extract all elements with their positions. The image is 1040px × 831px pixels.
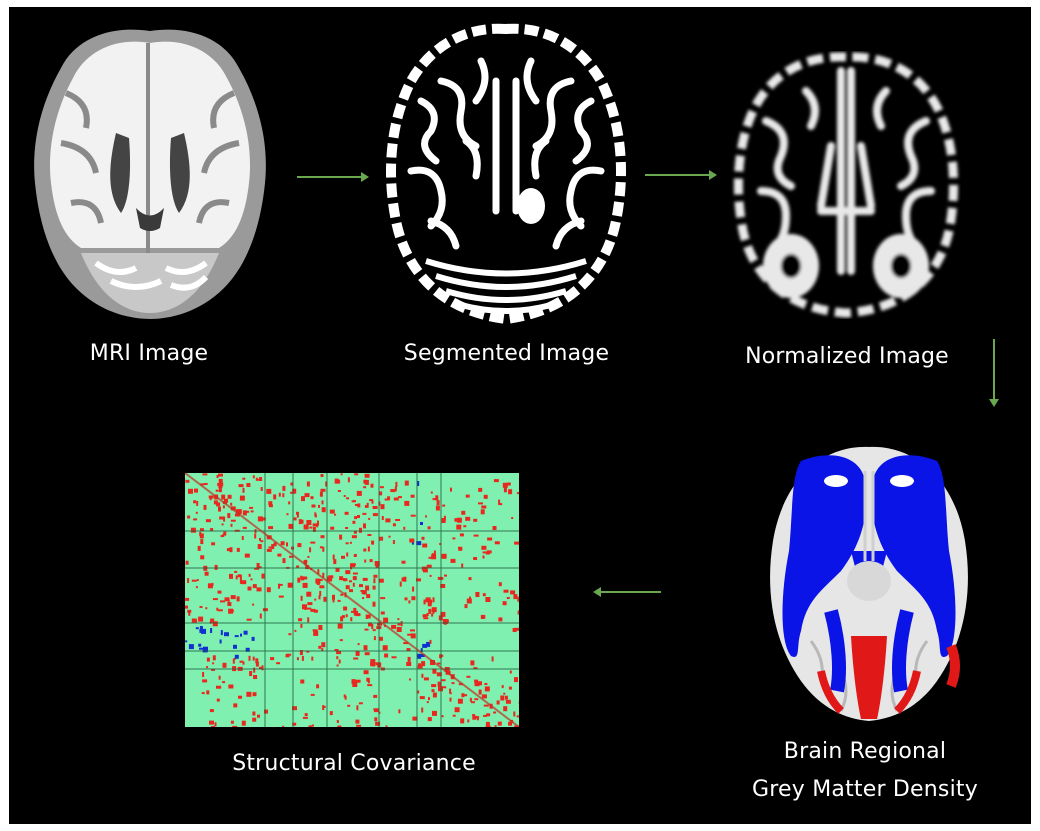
mri-brain-image [21,23,279,323]
structural-covariance-matrix [185,473,519,727]
segmented-brain-image [381,21,631,327]
arrow-regional-to-covariance [591,584,663,600]
label-structural-covariance: Structural Covariance [209,751,499,776]
arrow-mri-to-segmented [295,169,371,185]
label-mri-image: MRI Image [59,341,239,366]
arrow-segmented-to-normalized [643,167,719,183]
label-normalized-image: Normalized Image [727,344,967,369]
label-regional-line1: Brain Regional [735,739,995,764]
label-regional-line2: Grey Matter Density [725,777,1005,802]
label-segmented-image: Segmented Image [394,341,619,366]
diagram-panel: MRI Image Segmented Image Normalized Ima… [9,7,1031,824]
regional-grey-matter-brain-render [761,441,977,723]
normalized-brain-image [731,51,961,319]
arrow-normalized-to-regional [986,337,1002,409]
